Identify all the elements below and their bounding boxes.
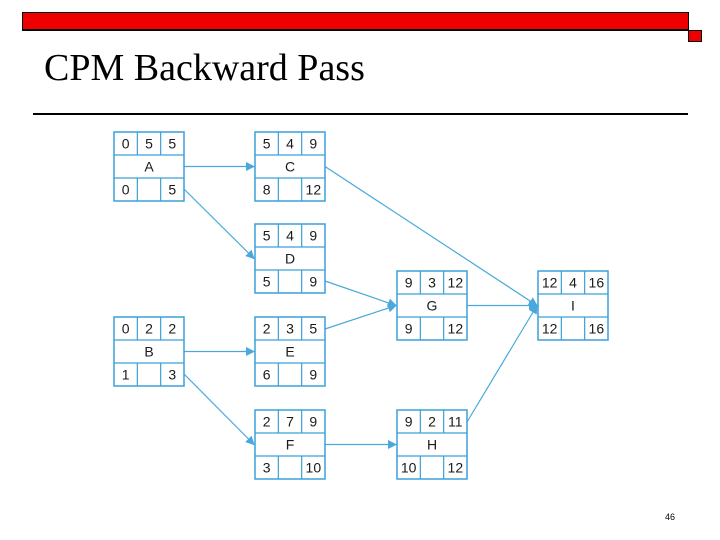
latest-start: 5 <box>263 274 271 290</box>
duration: 4 <box>286 228 294 244</box>
duration: 2 <box>145 321 153 337</box>
node-box <box>254 409 326 480</box>
activity-label: B <box>144 344 153 360</box>
node-box <box>396 409 468 480</box>
activity-label: E <box>285 344 294 360</box>
earliest-finish: 12 <box>448 275 464 291</box>
duration: 4 <box>569 275 577 291</box>
latest-start: 10 <box>401 460 417 476</box>
earliest-finish: 9 <box>309 228 317 244</box>
duration: 2 <box>428 414 436 430</box>
latest-finish: 9 <box>309 274 317 290</box>
latest-finish: 10 <box>306 460 322 476</box>
earliest-finish: 5 <box>309 321 317 337</box>
latest-finish: 12 <box>306 182 322 198</box>
activity-label: F <box>286 437 295 453</box>
latest-start: 8 <box>263 182 271 198</box>
latest-finish: 16 <box>589 321 605 337</box>
latest-start: 1 <box>122 367 130 383</box>
latest-start: 6 <box>263 367 271 383</box>
edge-c-i <box>324 165 538 307</box>
activity-label: C <box>285 159 295 175</box>
edge-a-d <box>183 188 255 260</box>
earliest-start: 2 <box>263 414 271 430</box>
earliest-finish: 9 <box>309 414 317 430</box>
duration: 5 <box>145 136 153 152</box>
earliest-finish: 16 <box>589 275 605 291</box>
earliest-start: 9 <box>405 275 413 291</box>
edge-h-i <box>466 304 538 423</box>
earliest-finish: 2 <box>168 321 176 337</box>
activity-label: G <box>427 298 438 314</box>
earliest-start: 5 <box>263 136 271 152</box>
title-accent-bar <box>22 12 689 31</box>
latest-finish: 12 <box>448 460 464 476</box>
duration: 3 <box>428 275 436 291</box>
latest-finish: 12 <box>448 321 464 337</box>
earliest-start: 2 <box>263 321 271 337</box>
earliest-finish: 11 <box>448 414 463 430</box>
earliest-start: 0 <box>122 321 130 337</box>
duration: 7 <box>286 414 294 430</box>
latest-start: 9 <box>405 321 413 337</box>
node-box <box>254 316 326 387</box>
activity-label: D <box>285 251 295 267</box>
edge-e-g <box>324 303 397 330</box>
corner-accent-box <box>688 30 702 42</box>
node-box <box>254 131 326 202</box>
page-number: 46 <box>665 512 676 522</box>
earliest-start: 0 <box>122 136 130 152</box>
node-box <box>537 270 609 341</box>
node-box <box>396 270 468 341</box>
latest-start: 3 <box>263 460 271 476</box>
activity-label: H <box>427 437 437 453</box>
earliest-finish: 5 <box>168 136 176 152</box>
edge-b-f <box>183 373 255 446</box>
latest-finish: 3 <box>168 367 176 383</box>
earliest-start: 5 <box>263 228 271 244</box>
latest-start: 12 <box>542 321 558 337</box>
earliest-finish: 9 <box>309 136 317 152</box>
slide-title: CPM Backward Pass <box>44 47 365 89</box>
duration: 3 <box>286 321 294 337</box>
latest-finish: 5 <box>168 182 176 198</box>
node-box <box>113 131 185 202</box>
node-box <box>113 316 185 387</box>
edge-d-g <box>324 280 397 308</box>
earliest-start: 12 <box>542 275 558 291</box>
activity-label: A <box>144 159 154 175</box>
latest-finish: 9 <box>309 367 317 383</box>
node-box <box>254 223 326 294</box>
earliest-start: 9 <box>405 414 413 430</box>
activity-label: I <box>571 298 575 314</box>
title-underline <box>33 113 688 115</box>
duration: 4 <box>286 136 294 152</box>
edges-layer <box>183 162 538 449</box>
latest-start: 0 <box>122 182 130 198</box>
